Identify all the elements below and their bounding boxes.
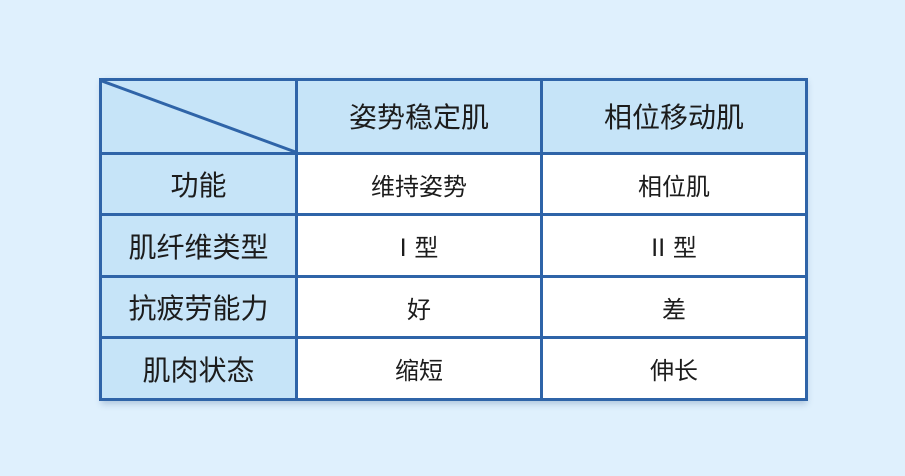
row-label-function: 功能: [99, 151, 298, 217]
table-cell: II 型: [540, 213, 808, 278]
row-label-muscle-state: 肌肉状态: [99, 336, 298, 401]
table-cell: 好: [295, 274, 543, 340]
header-row: 姿势稳定肌 相位移动肌: [99, 78, 808, 155]
comparison-table-container: 姿势稳定肌 相位移动肌 功能 维持姿势 相位肌 肌纤维类型 I 型 II 型 抗…: [99, 78, 808, 401]
table-cell: 伸长: [540, 336, 808, 401]
diagonal-line: [102, 81, 295, 152]
diagonal-corner-cell: [99, 78, 298, 155]
column-header-phasic-mobilizer: 相位移动肌: [540, 78, 808, 155]
comparison-table: 姿势稳定肌 相位移动肌 功能 维持姿势 相位肌 肌纤维类型 I 型 II 型 抗…: [99, 78, 808, 401]
table-cell: 维持姿势: [295, 151, 543, 217]
table-cell: 缩短: [295, 336, 543, 401]
row-label-fatigue-resistance: 抗疲劳能力: [99, 274, 298, 340]
table-row-function: 功能 维持姿势 相位肌: [99, 151, 808, 217]
row-label-fiber-type: 肌纤维类型: [99, 213, 298, 278]
table-row-fiber-type: 肌纤维类型 I 型 II 型: [99, 213, 808, 278]
table-cell: 差: [540, 274, 808, 340]
table-row-muscle-state: 肌肉状态 缩短 伸长: [99, 336, 808, 401]
column-header-postural-stabilizer: 姿势稳定肌: [295, 78, 543, 155]
table-row-fatigue-resistance: 抗疲劳能力 好 差: [99, 274, 808, 340]
table-cell: I 型: [295, 213, 543, 278]
table-cell: 相位肌: [540, 151, 808, 217]
